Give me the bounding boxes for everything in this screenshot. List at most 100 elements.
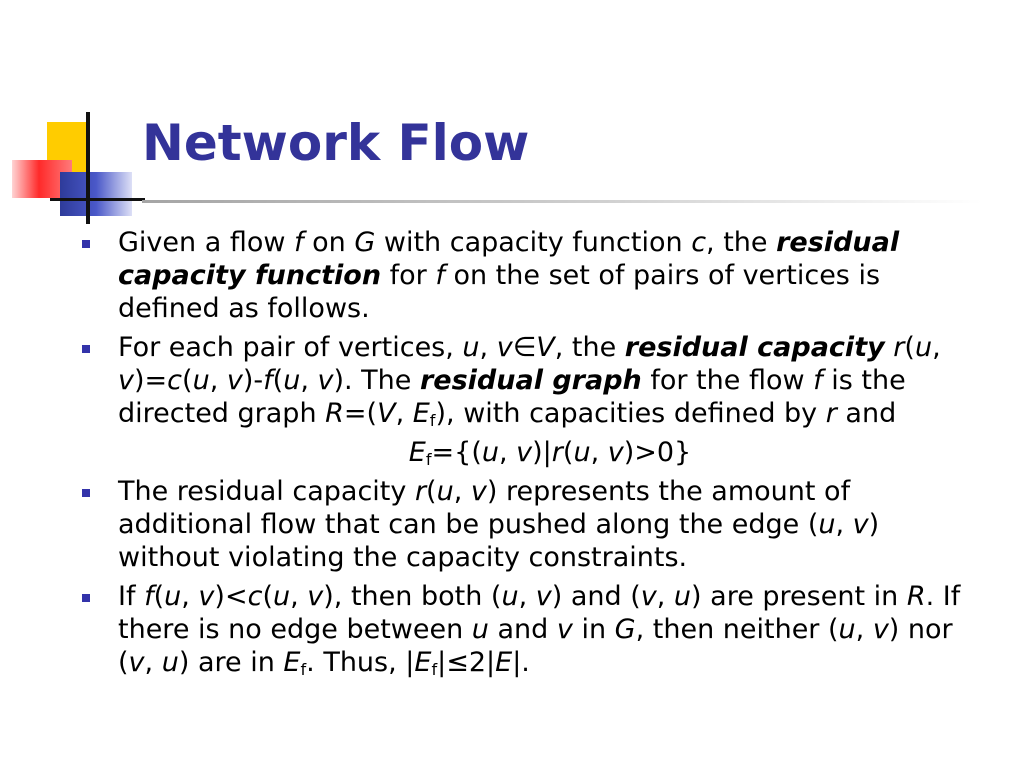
math-symbol: u <box>673 581 692 612</box>
math-symbol: R <box>906 581 926 612</box>
text-run: on the set of pairs of vertices is defin… <box>118 260 881 324</box>
math-symbol: v <box>535 581 552 612</box>
logo-vertical-line <box>86 112 90 224</box>
text-run: )| <box>532 437 552 468</box>
text-run: ( <box>182 365 193 396</box>
bullet-text: For each pair of vertices, u, v∈V, the r… <box>118 332 941 429</box>
math-symbol: v <box>198 581 215 612</box>
math-symbol: E <box>412 398 430 429</box>
math-symbol: u <box>914 332 933 363</box>
residual-edge-set-formula: Ef={(u, v)|r(u, v)>0} <box>82 436 982 469</box>
math-symbol: u <box>164 581 182 612</box>
emphasized-term: residual capacity <box>624 332 885 363</box>
math-symbol: r <box>414 476 427 507</box>
text-run: with capacity function <box>375 227 692 258</box>
math-symbol: v <box>607 437 624 468</box>
text-run: , <box>290 581 308 612</box>
math-symbol: u <box>501 581 519 612</box>
text-run: ) nor ( <box>118 614 953 678</box>
text-run: , <box>181 581 199 612</box>
text-run: on <box>303 227 355 258</box>
math-symbol: v <box>317 365 334 396</box>
math-symbol: G <box>354 227 376 258</box>
text-run: , <box>453 476 471 507</box>
text-run: ), with capacities defined by <box>435 398 826 429</box>
math-symbol: v <box>470 476 487 507</box>
text-run: For each pair of vertices, <box>118 332 463 363</box>
subscript-text: f <box>300 660 307 680</box>
slide-body: Given a flow f on G with capacity functi… <box>82 226 982 685</box>
subscript-text: f <box>429 411 436 431</box>
text-run: ) and ( <box>551 581 641 612</box>
text-run: |. <box>512 647 530 678</box>
math-symbol: u <box>838 614 856 645</box>
text-run: If <box>118 581 145 612</box>
math-symbol: f <box>294 227 304 258</box>
emphasized-term: residual capacity function <box>118 227 900 291</box>
slide-logo-decoration <box>0 0 150 240</box>
bullet-item: For each pair of vertices, u, v∈V, the r… <box>82 331 982 430</box>
logo-horizontal-line <box>50 198 145 201</box>
math-symbol: u <box>471 614 489 645</box>
text-run: , <box>144 647 162 678</box>
math-symbol: u <box>161 647 179 678</box>
math-symbol: c <box>247 581 263 612</box>
text-run: , <box>395 398 413 429</box>
math-symbol: v <box>307 581 324 612</box>
emphasized-term: residual graph <box>419 365 642 396</box>
math-symbol: u <box>573 437 591 468</box>
math-symbol: v <box>852 509 869 540</box>
text-run: , <box>498 437 517 468</box>
math-symbol: c <box>691 227 707 258</box>
bullet-text: Given a flow f on G with capacity functi… <box>118 227 899 324</box>
logo-blue-square <box>60 172 132 216</box>
text-run: )= <box>133 365 168 396</box>
math-symbol: v <box>496 332 513 363</box>
math-symbol: v <box>226 365 243 396</box>
text-run: ) are present in <box>691 581 907 612</box>
text-run: ( <box>262 581 273 612</box>
math-symbol: u <box>283 365 301 396</box>
text-run: ). The <box>333 365 420 396</box>
math-symbol: f <box>263 365 273 396</box>
math-symbol: r <box>551 437 563 468</box>
math-symbol: u <box>192 365 210 396</box>
text-run: ( <box>272 365 284 396</box>
math-symbol: V <box>377 398 396 429</box>
math-symbol: u <box>481 437 499 468</box>
text-run: , <box>518 581 536 612</box>
math-symbol: v <box>556 614 573 645</box>
title-underline <box>142 200 982 203</box>
text-run: and <box>836 398 897 429</box>
bullet-icon <box>82 240 90 248</box>
text-run: ( <box>153 581 165 612</box>
text-run: , the <box>706 227 777 258</box>
bullet-icon <box>82 594 90 602</box>
bullet-icon <box>82 489 90 497</box>
text-run: , the <box>554 332 625 363</box>
text-run: ={( <box>431 437 482 468</box>
text-run: ) are in <box>178 647 284 678</box>
text-run: , <box>590 437 608 468</box>
text-run: , <box>656 581 674 612</box>
math-symbol: f <box>435 260 445 291</box>
math-symbol: c <box>167 365 183 396</box>
text-run: ( <box>426 476 437 507</box>
text-run: , <box>479 332 497 363</box>
text-run: , <box>300 365 318 396</box>
text-run: |≤2| <box>437 647 496 678</box>
text-run: , <box>855 614 873 645</box>
text-run: , <box>209 365 227 396</box>
subscript-text: f <box>425 450 432 470</box>
text-run: is the directed graph <box>118 365 906 429</box>
math-symbol: u <box>462 332 480 363</box>
math-symbol: v <box>516 437 533 468</box>
text-run: ( <box>904 332 915 363</box>
math-symbol: u <box>818 509 836 540</box>
text-run: for <box>381 260 436 291</box>
math-symbol: E <box>414 647 432 678</box>
text-run: ( <box>562 437 574 468</box>
bullet-icon <box>82 345 90 353</box>
math-symbol: u <box>272 581 291 612</box>
math-symbol: v <box>118 365 134 396</box>
